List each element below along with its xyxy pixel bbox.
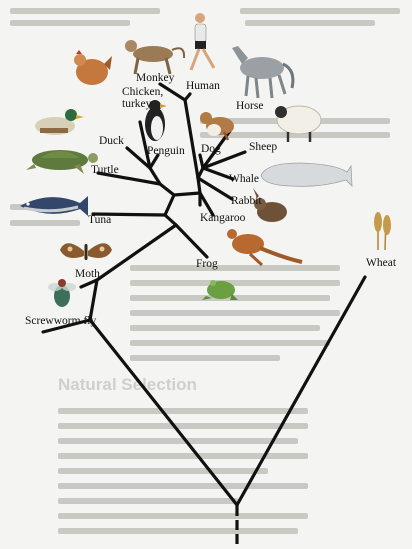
label-rabbit: Rabbit bbox=[231, 195, 262, 207]
label-sheep: Sheep bbox=[249, 141, 277, 153]
chicken-illustration bbox=[74, 50, 112, 85]
wheat-illustration bbox=[374, 212, 391, 250]
sheep-illustration bbox=[275, 106, 321, 142]
label-duck: Duck bbox=[99, 135, 124, 147]
label-kangaroo: Kangaroo bbox=[200, 212, 245, 224]
human-illustration bbox=[191, 13, 214, 70]
dog-illustration bbox=[200, 112, 234, 140]
label-screwworm-fly: Screwworm fly bbox=[25, 315, 96, 327]
label-horse: Horse bbox=[236, 100, 263, 112]
turtle-illustration bbox=[26, 150, 98, 174]
label-turtle: Turtle bbox=[91, 164, 119, 176]
label-tuna: Tuna bbox=[88, 214, 111, 226]
horse-illustration bbox=[232, 46, 293, 98]
monkey-illustration bbox=[125, 40, 184, 74]
label-frog: Frog bbox=[196, 258, 218, 270]
label-penguin: Penguin bbox=[147, 145, 185, 157]
screwworm-fly-illustration bbox=[48, 279, 76, 307]
label-monkey: Monkey bbox=[136, 72, 174, 84]
tuna-illustration bbox=[20, 196, 88, 216]
label-moth: Moth bbox=[75, 268, 100, 280]
duck-illustration bbox=[35, 109, 84, 135]
whale-illustration bbox=[261, 163, 352, 186]
label-chicken-turkey: Chicken, turkey bbox=[122, 86, 163, 110]
label-wheat: Wheat bbox=[366, 257, 396, 269]
label-human: Human bbox=[186, 80, 220, 92]
label-dog: Dog bbox=[201, 143, 221, 155]
label-whale: Whale bbox=[229, 173, 259, 185]
kangaroo-illustration bbox=[227, 229, 302, 265]
moth-illustration bbox=[60, 243, 112, 260]
frog-illustration bbox=[202, 280, 238, 300]
